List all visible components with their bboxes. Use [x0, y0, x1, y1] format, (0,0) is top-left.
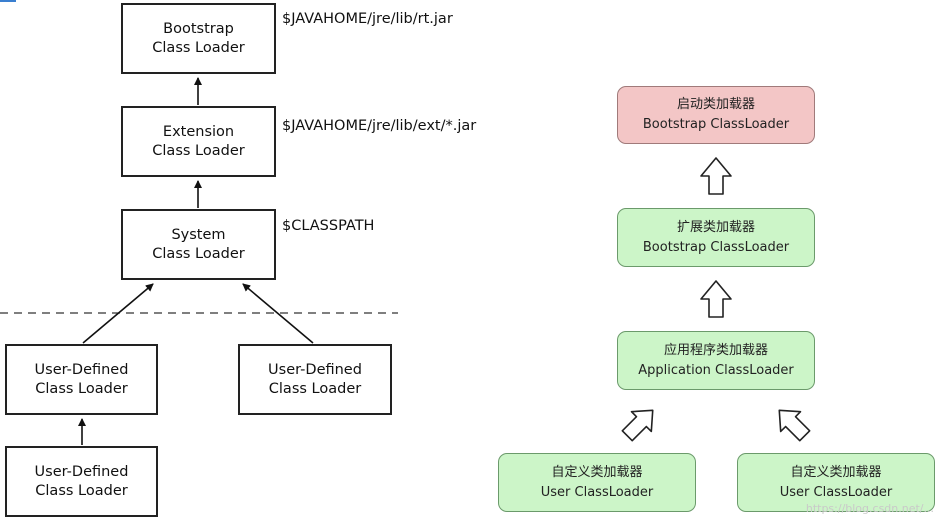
user-defined-loader-box-bottom: User-Defined Class Loader: [5, 446, 158, 517]
user-classloader-node-left: 自定义类加载器 User ClassLoader: [498, 453, 696, 512]
bootstrap-zh-label: 启动类加载器: [676, 97, 755, 112]
user-c-label-line2: Class Loader: [35, 482, 128, 499]
user-c-label-line1: User-Defined: [34, 463, 129, 480]
extension-label-line2: Class Loader: [152, 142, 245, 159]
bootstrap-path-note: $JAVAHOME/jre/lib/rt.jar: [282, 11, 453, 27]
extension-path-note: $JAVAHOME/jre/lib/ext/*.jar: [282, 118, 477, 134]
application-classloader-node: 应用程序类加载器 Application ClassLoader: [617, 331, 815, 390]
arrow-user-left-to-system: [82, 283, 154, 344]
application-en-label: Application ClassLoader: [638, 362, 794, 378]
user-b-en-label: User ClassLoader: [779, 484, 893, 500]
extension-en-label: Bootstrap ClassLoader: [642, 239, 790, 255]
bootstrap-label-line1: Bootstrap: [163, 20, 234, 37]
extension-label-line1: Extension: [162, 123, 235, 140]
user-a-en-label: User ClassLoader: [540, 484, 654, 500]
user-b-zh-label: 自定义类加载器: [790, 464, 882, 480]
bootstrap-label-line2: Class Loader: [152, 39, 245, 56]
bootstrap-class-loader-box: Bootstrap Class Loader: [121, 3, 276, 74]
extension-zh-label: 扩展类加载器: [676, 219, 755, 235]
user-a-label-line1: User-Defined: [34, 361, 129, 378]
system-class-loader-box: System Class Loader: [121, 209, 276, 280]
user-defined-loader-box-right: User-Defined Class Loader: [238, 344, 392, 415]
bootstrap-en-label: Bootstrap ClassLoader: [642, 117, 790, 132]
user-b-label-line1: User-Defined: [268, 361, 362, 378]
extension-classloader-node: 扩展类加载器 Bootstrap ClassLoader: [617, 208, 815, 267]
user-b-label-line2: Class Loader: [268, 380, 362, 397]
arrow-user-right-to-system: [242, 283, 314, 344]
bootstrap-classloader-node: 启动类加载器 Bootstrap ClassLoader: [617, 86, 815, 144]
user-a-label-line2: Class Loader: [35, 380, 128, 397]
hollow-arrow-user-right-to-application: [778, 409, 811, 442]
system-label-line1: System: [171, 226, 226, 243]
watermark: https://blog.csdn.net/...: [805, 502, 934, 515]
system-path-note: $CLASSPATH: [282, 218, 375, 234]
hollow-arrow-user-left-to-application: [621, 409, 654, 442]
system-label-line2: Class Loader: [152, 245, 245, 262]
application-zh-label: 应用程序类加载器: [663, 342, 768, 358]
user-defined-loader-box-left: User-Defined Class Loader: [5, 344, 158, 415]
extension-class-loader-box: Extension Class Loader: [121, 106, 276, 177]
corner-marker: [0, 0, 16, 2]
user-classloader-node-right: 自定义类加载器 User ClassLoader: [737, 453, 935, 512]
hollow-arrow-extension-to-bootstrap: [700, 157, 732, 195]
hollow-arrow-application-to-extension: [700, 280, 732, 318]
user-a-zh-label: 自定义类加载器: [551, 464, 643, 480]
